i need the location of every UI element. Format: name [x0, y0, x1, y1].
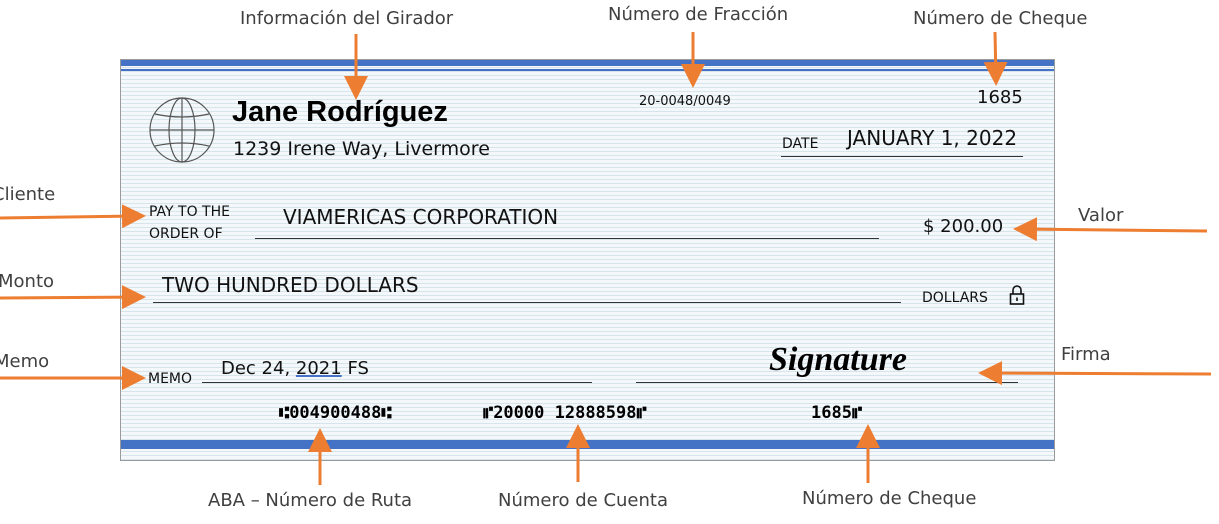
label-signature: Firma: [1061, 344, 1111, 365]
label-client: Cliente: [0, 184, 56, 205]
lock-icon: [1009, 285, 1025, 305]
globe-icon: [149, 97, 215, 163]
fraction-number: 20-0048/0049: [639, 94, 731, 109]
dollars-label: DOLLARS: [922, 290, 988, 306]
micr-account: ⑈20000 12888598⑈: [483, 403, 647, 423]
top-band: [121, 60, 1054, 66]
date-underline: [781, 156, 1023, 157]
arrow-amount-words: [0, 285, 146, 310]
memo-text-year: 2021: [295, 358, 342, 379]
amount-words-underline: [153, 302, 901, 303]
memo-label: MEMO: [148, 371, 193, 387]
amount-words: TWO HUNDRED DOLLARS: [162, 273, 419, 297]
check-number: 1685: [977, 87, 1023, 108]
amount-numeric: $ 200.00: [923, 216, 1004, 237]
label-amount-words: Monto: [0, 271, 55, 292]
signature-underline: [636, 382, 1018, 383]
pay-to-label-1: PAY TO THE: [149, 204, 230, 220]
check: Jane Rodríguez 1239 Irene Way, Livermore…: [120, 59, 1055, 461]
arrow-client: [0, 204, 146, 229]
date-value: JANUARY 1, 2022: [847, 126, 1018, 150]
micr-routing: ⑆004900488⑆: [279, 403, 392, 423]
payee-name: VIAMERICAS CORPORATION: [283, 205, 559, 229]
label-check-number-top: Número de Cheque: [913, 8, 1088, 29]
label-check-number-bottom: Número de Cheque: [802, 488, 977, 509]
label-drawer-info: Información del Girador: [240, 8, 454, 29]
drawer-name: Jane Rodríguez: [232, 96, 448, 128]
label-fraction-number: Número de Fracción: [608, 4, 789, 25]
payee-underline: [255, 238, 879, 239]
label-memo: Memo: [0, 351, 50, 372]
label-account: Número de Cuenta: [498, 490, 668, 511]
label-value: Valor: [1078, 205, 1124, 226]
memo-text: Dec 24, 2021 FS: [221, 358, 369, 379]
label-aba: ABA – Número de Ruta: [208, 490, 413, 511]
memo-text-part-c: FS: [341, 358, 369, 379]
micr-check-number: 1685⑈: [811, 403, 863, 423]
top-band-thin: [121, 69, 1054, 71]
pay-to-label-2: ORDER OF: [149, 226, 223, 242]
date-label: DATE: [782, 136, 819, 152]
memo-text-part-a: Dec 24,: [221, 358, 296, 379]
drawer-address: 1239 Irene Way, Livermore: [233, 138, 490, 160]
bottom-band: [121, 440, 1054, 449]
memo-underline: [202, 382, 592, 383]
signature: Signature: [769, 341, 907, 378]
